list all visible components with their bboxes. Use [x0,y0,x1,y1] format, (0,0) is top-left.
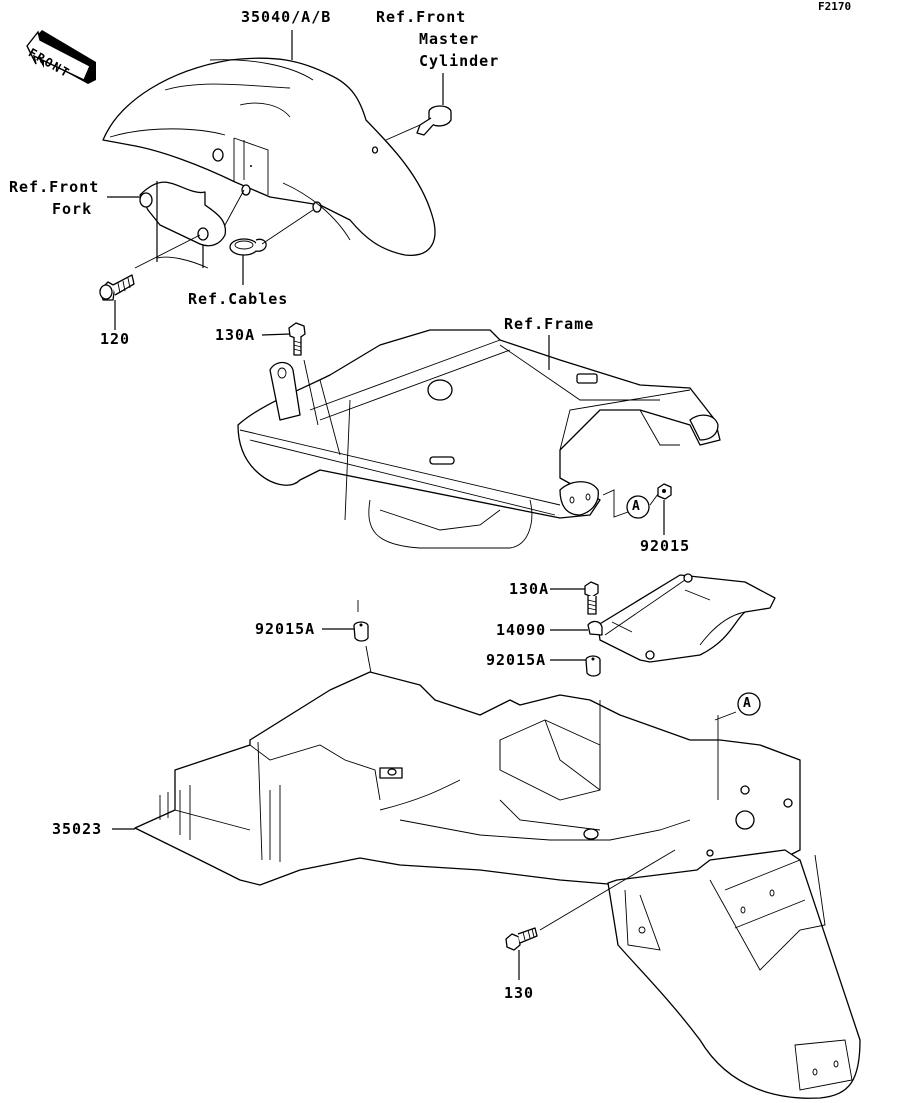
reference-marker-a-1 [626,495,650,519]
callout-ref-front-master-cylinder-line3[interactable]: Cylinder [419,52,500,70]
callout-130[interactable]: 130 [504,984,535,1002]
callout-92015a-left[interactable]: 92015A [255,620,316,638]
nut-92015-part [657,483,672,500]
callout-130a-mid[interactable]: 130A [509,580,550,598]
callout-35040-a-b[interactable]: 35040/A/B [241,8,332,26]
callout-ref-front-fork-line2[interactable]: Fork [52,200,93,218]
front-direction-arrow-icon [26,30,96,84]
callout-35023[interactable]: 35023 [52,820,103,838]
callout-ref-frame[interactable]: Ref.Frame [504,315,595,333]
rear-undertray-35023-part [134,671,801,886]
battery-cover-14090-part [587,573,776,663]
bolt-130a-top-part [288,322,319,426]
reference-marker-a-2 [737,692,761,716]
cable-guide-part [229,238,267,256]
bolt-130a-mid-part [584,581,599,615]
frame-part [237,329,721,549]
callout-130a-top[interactable]: 130A [215,326,256,344]
diagram-code: F2170 [818,0,852,13]
collar-92015a-right-part [585,655,601,677]
leader-lines [107,30,737,980]
callout-92015[interactable]: 92015 [640,537,691,555]
rear-fender-flap-part [539,849,861,1099]
callout-ref-front-fork-line1[interactable]: Ref.Front [9,178,100,196]
callout-ref-front-master-cylinder-line2[interactable]: Master [419,30,480,48]
front-fork-bracket-part [139,181,227,269]
bolt-120-part [99,274,135,301]
callout-120[interactable]: 120 [100,330,131,348]
front-fender-part [102,57,436,256]
master-cylinder-clamp-part [416,105,452,136]
callout-ref-front-master-cylinder-line1[interactable]: Ref.Front [376,8,467,26]
bolt-130-part [505,927,538,951]
callout-ref-cables[interactable]: Ref.Cables [188,290,289,308]
reference-marker-a-2-label: A [743,696,751,711]
reference-marker-a-1-label: A [632,499,640,514]
callout-92015a-right[interactable]: 92015A [486,651,547,669]
callout-14090[interactable]: 14090 [496,621,547,639]
